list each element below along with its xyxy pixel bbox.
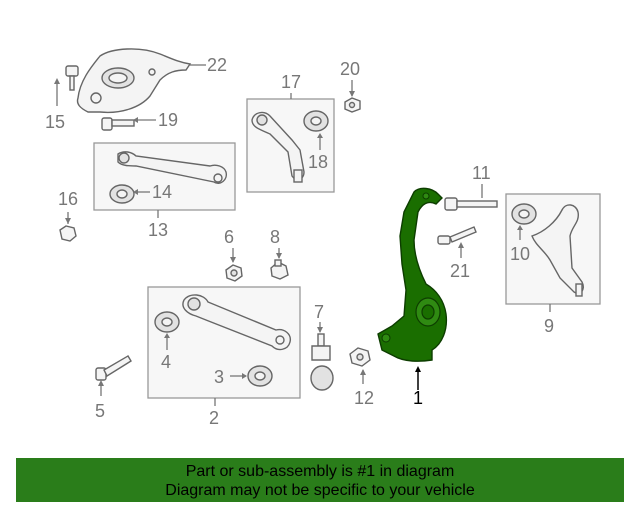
- callout-7: 7: [314, 302, 324, 322]
- box-9: 10: [505, 193, 601, 305]
- callout-2: 2: [209, 408, 219, 428]
- box-17: 18: [246, 98, 335, 193]
- part-20-nut[interactable]: [344, 97, 361, 113]
- box-2: 4 3: [147, 286, 301, 399]
- callout-13: 13: [148, 220, 168, 240]
- part-22-mount-bracket[interactable]: [76, 48, 192, 114]
- part-9-control-arm[interactable]: [531, 204, 584, 297]
- callout-18: 18: [308, 152, 328, 172]
- part-17-control-arm[interactable]: [251, 111, 305, 183]
- info-banner: Part or sub-assembly is #1 in diagram Di…: [16, 458, 624, 502]
- part-21-bolt[interactable]: [437, 226, 477, 245]
- callout-4: 4: [161, 352, 171, 372]
- part-1-steering-knuckle[interactable]: [377, 187, 448, 362]
- callout-20: 20: [340, 59, 360, 79]
- part-18-bushing[interactable]: [303, 110, 329, 132]
- part-15-bolt[interactable]: [65, 65, 79, 91]
- callout-15: 15: [45, 112, 65, 132]
- part-4-bushing[interactable]: [154, 311, 180, 333]
- part-12-nut[interactable]: [349, 347, 371, 367]
- callout-3: 3: [214, 367, 224, 387]
- part-6-nut[interactable]: [225, 264, 243, 282]
- callout-9: 9: [544, 316, 554, 336]
- part-14-bushing[interactable]: [109, 184, 135, 204]
- part-3-bushing[interactable]: [247, 365, 273, 387]
- part-10-bushing[interactable]: [511, 203, 537, 225]
- callout-16: 16: [58, 189, 78, 209]
- part-2-lower-control-arm[interactable]: [182, 294, 291, 351]
- callout-1: 1: [413, 388, 423, 408]
- callout-5: 5: [95, 401, 105, 421]
- part-7-ball-joint[interactable]: [310, 333, 334, 391]
- box-13: 14: [93, 142, 236, 211]
- part-19-bolt[interactable]: [101, 117, 135, 131]
- callout-19: 19: [158, 110, 178, 130]
- callout-8: 8: [270, 227, 280, 247]
- callout-10: 10: [510, 244, 530, 264]
- part-8-nut[interactable]: [270, 259, 289, 280]
- part-13-control-arm[interactable]: [117, 151, 228, 184]
- callout-11: 11: [472, 163, 491, 183]
- callout-14: 14: [152, 182, 172, 202]
- banner-line-1: Part or sub-assembly is #1 in diagram: [185, 463, 455, 480]
- callout-17: 17: [281, 72, 301, 92]
- part-16-nut[interactable]: [59, 225, 77, 242]
- part-11-bolt[interactable]: [444, 197, 498, 211]
- banner-line-2: Diagram may not be specific to your vehi…: [165, 482, 475, 499]
- callout-6: 6: [224, 227, 234, 247]
- callout-21: 21: [450, 261, 470, 281]
- callout-12: 12: [354, 388, 374, 408]
- part-5-bolt[interactable]: [95, 355, 132, 381]
- callout-22: 22: [207, 55, 227, 75]
